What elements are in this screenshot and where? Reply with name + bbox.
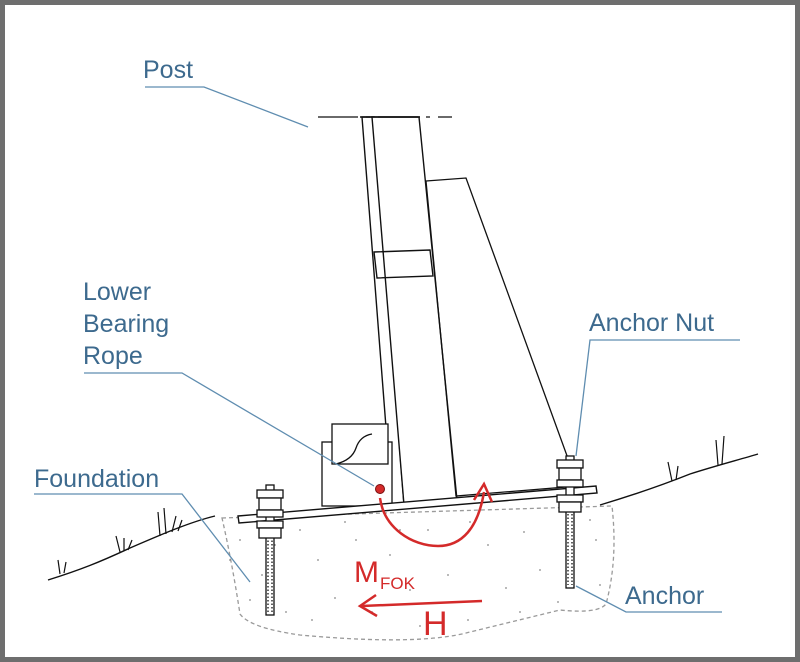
leader-lines: [34, 86, 740, 613]
leader-anchor-nut: [575, 339, 740, 457]
label-horizontal-force: H: [423, 605, 448, 643]
label-post: Post: [143, 56, 194, 84]
foundation-block: [221, 505, 615, 641]
grass-tufts: [57, 435, 725, 575]
left-anchor-bolt: [256, 484, 284, 616]
label-lower-bearing-rope-line3: Rope: [83, 342, 143, 370]
horizontal-force-arrow: [357, 593, 483, 618]
ground-line: [47, 453, 759, 581]
leader-rope: [84, 372, 375, 487]
label-lower-bearing-rope-line2: Bearing: [83, 310, 170, 338]
label-anchor-nut: Anchor Nut: [589, 309, 715, 337]
label-moment-subscript: FOK: [380, 574, 415, 593]
leader-post: [145, 86, 309, 128]
label-moment: MFOK: [354, 556, 415, 594]
right-anchor-bolt: [556, 455, 584, 589]
leader-foundation: [34, 493, 251, 583]
label-anchor: Anchor: [625, 582, 705, 610]
rope-clamp: [321, 423, 393, 507]
foundation-speckles: [229, 519, 601, 627]
label-foundation: Foundation: [34, 465, 160, 493]
moment-arrow: [378, 481, 494, 548]
lower-bearing-rope-point: [375, 484, 385, 494]
label-lower-bearing-rope-line1: Lower: [83, 278, 152, 306]
label-moment-symbol: M: [354, 556, 379, 589]
label-lower-bearing-rope: Lower Bearing Rope: [83, 276, 169, 372]
leader-anchor: [575, 585, 722, 613]
